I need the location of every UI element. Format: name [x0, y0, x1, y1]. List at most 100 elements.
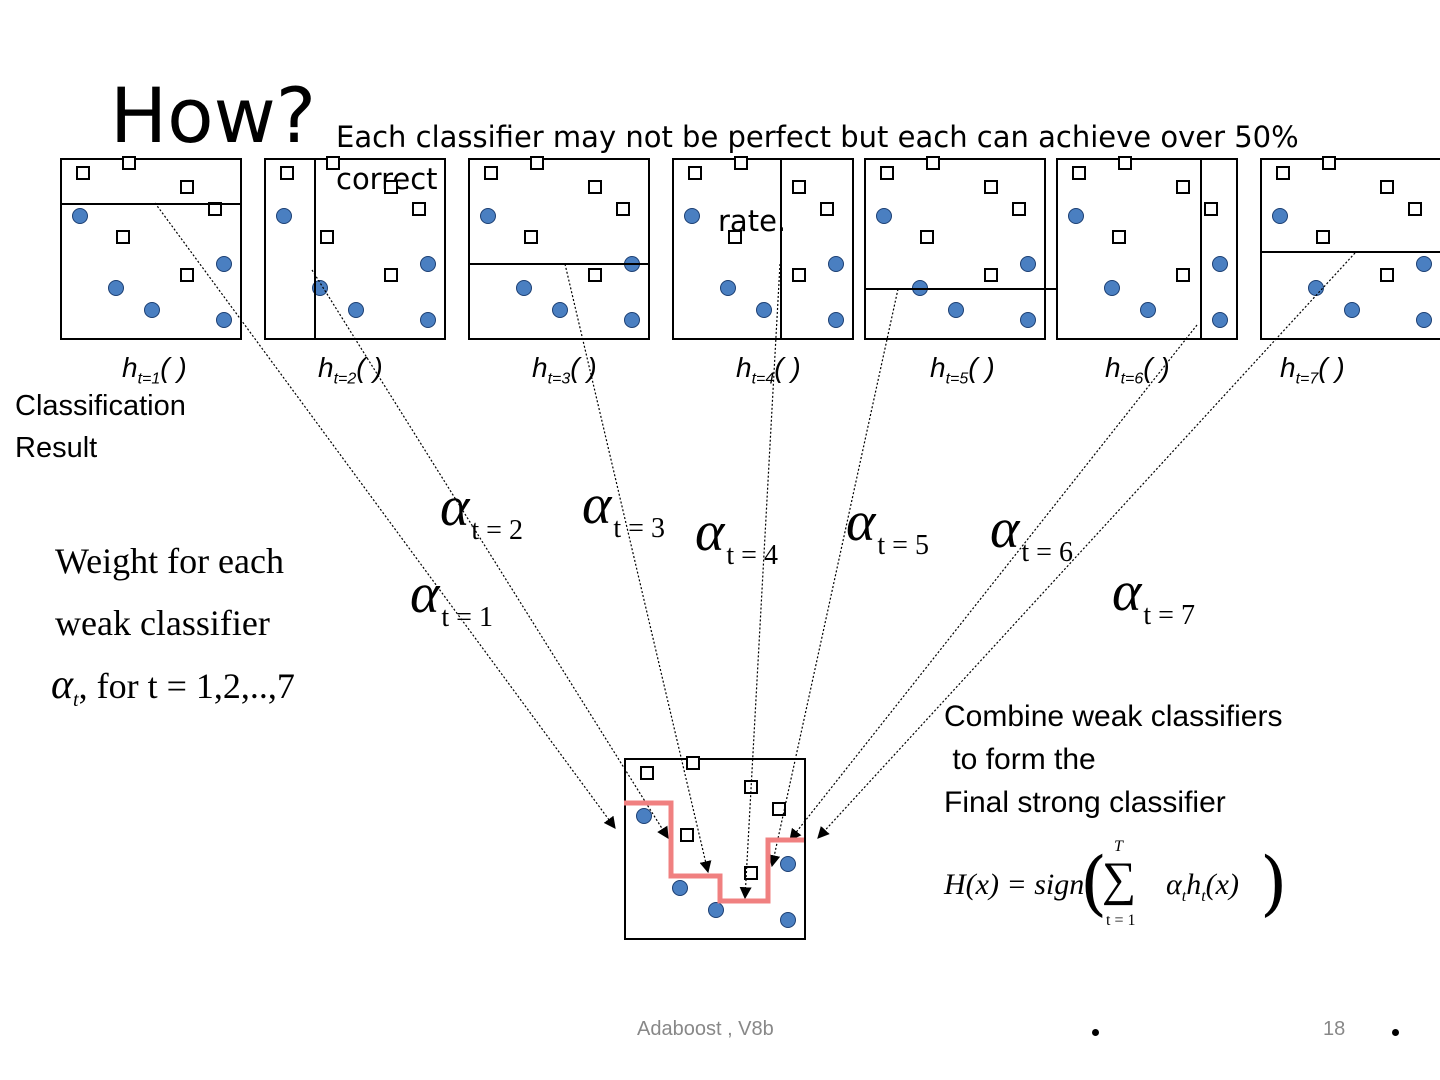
class-circle-marker	[480, 208, 496, 224]
slide-title: How?	[110, 71, 317, 160]
class-circle-marker	[144, 302, 160, 318]
class-square-marker	[616, 202, 630, 216]
class-square-marker	[1176, 180, 1190, 194]
class-square-marker	[412, 202, 426, 216]
formula-term: αtht(x)	[1166, 868, 1239, 905]
class-circle-marker	[684, 208, 700, 224]
class-square-marker	[180, 180, 194, 194]
class-square-marker	[1380, 180, 1394, 194]
class-square-marker	[384, 268, 398, 282]
class-square-marker	[792, 180, 806, 194]
class-square-marker	[1072, 166, 1086, 180]
alpha-5: αt = 5	[846, 491, 929, 561]
classification-result-label: Classification Result	[15, 385, 186, 469]
subtitle-line-1: Each classifier may not be perfect but e…	[336, 120, 1299, 196]
class-square-marker	[880, 166, 894, 180]
decision-boundary-line	[314, 158, 316, 340]
class-circle-marker	[72, 208, 88, 224]
class-square-marker	[320, 230, 334, 244]
weighted-connector-arrow	[154, 202, 616, 829]
class-circle-marker	[312, 280, 328, 296]
class-circle-marker	[108, 280, 124, 296]
footer-title: Adaboost , V8b	[637, 1018, 774, 1040]
class-circle-marker	[828, 312, 844, 328]
class-square-marker	[1316, 230, 1330, 244]
class-square-marker	[76, 166, 90, 180]
class-square-marker	[686, 756, 700, 770]
weight-line-3: αt, for t = 1,2,..,7	[51, 662, 295, 712]
h-label-2: ht=2( )	[318, 352, 383, 388]
class-circle-marker	[420, 256, 436, 272]
class-circle-marker	[1272, 208, 1288, 224]
class-square-marker	[116, 230, 130, 244]
class-square-marker	[984, 180, 998, 194]
class-square-marker	[1276, 166, 1290, 180]
weighted-connector-arrow	[739, 263, 781, 900]
class-circle-marker	[1140, 302, 1156, 318]
class-square-marker	[1204, 202, 1218, 216]
class-square-marker	[792, 268, 806, 282]
weight-line-1: Weight for each	[55, 541, 284, 581]
class-square-marker	[122, 156, 136, 170]
h-label-7: ht=7( )	[1280, 352, 1345, 388]
formula-paren-left: (	[1080, 842, 1108, 924]
classification-result-line-1: Classification	[15, 390, 186, 422]
class-square-marker	[280, 166, 294, 180]
class-circle-marker	[780, 856, 796, 872]
h-label-1: ht=1( )	[122, 352, 187, 388]
class-square-marker	[530, 156, 544, 170]
formula-sum-top: T	[1114, 838, 1123, 855]
alpha-3: αt = 3	[582, 474, 665, 544]
class-square-marker	[588, 180, 602, 194]
class-circle-marker	[1104, 280, 1120, 296]
class-circle-marker	[1068, 208, 1084, 224]
alpha-1: αt = 1	[410, 563, 493, 633]
class-circle-marker	[1212, 256, 1228, 272]
weight-line-2: weak classifier	[55, 603, 270, 643]
formula-sum-symbol: ∑	[1102, 853, 1137, 906]
class-square-marker	[984, 268, 998, 282]
class-square-marker	[1118, 156, 1132, 170]
combine-line-1: Combine weak classifiers	[944, 700, 1283, 733]
weighted-connector-arrow	[789, 324, 1198, 841]
class-circle-marker	[876, 208, 892, 224]
class-square-marker	[640, 766, 654, 780]
class-circle-marker	[1416, 312, 1432, 328]
class-circle-marker	[1020, 256, 1036, 272]
class-circle-marker	[708, 902, 724, 918]
final-panel-frame	[624, 758, 806, 940]
class-square-marker	[326, 156, 340, 170]
class-circle-marker	[420, 312, 436, 328]
class-square-marker	[820, 202, 834, 216]
weak-classifier-panel	[1056, 158, 1238, 340]
weighted-connector-arrow	[311, 269, 669, 840]
class-circle-marker	[720, 280, 736, 296]
class-square-marker	[1380, 268, 1394, 282]
class-square-marker	[484, 166, 498, 180]
class-circle-marker	[1416, 256, 1432, 272]
class-square-marker	[1176, 268, 1190, 282]
decision-boundary-line	[1260, 251, 1440, 253]
class-circle-marker	[756, 302, 772, 318]
class-square-marker	[180, 268, 194, 282]
formula-lhs: H(x) = sign	[944, 868, 1085, 901]
class-square-marker	[688, 166, 702, 180]
alpha-7: αt = 7	[1112, 561, 1195, 631]
class-circle-marker	[1212, 312, 1228, 328]
footer-bullet-2	[1392, 1029, 1399, 1036]
class-square-marker	[1012, 202, 1026, 216]
decision-boundary-line	[780, 158, 782, 340]
formula-sum-bottom: t = 1	[1106, 912, 1136, 929]
class-circle-marker	[216, 256, 232, 272]
alpha-6: αt = 6	[990, 498, 1073, 568]
weak-classifier-panel	[672, 158, 854, 340]
weak-classifier-panel	[60, 158, 242, 340]
class-square-marker	[744, 866, 758, 880]
class-square-marker	[1408, 202, 1422, 216]
weak-classifier-panel	[468, 158, 650, 340]
class-square-marker	[588, 268, 602, 282]
footer-bullet-1	[1092, 1029, 1099, 1036]
decision-boundary-line	[1200, 158, 1202, 340]
decision-boundary-line	[864, 288, 1056, 290]
